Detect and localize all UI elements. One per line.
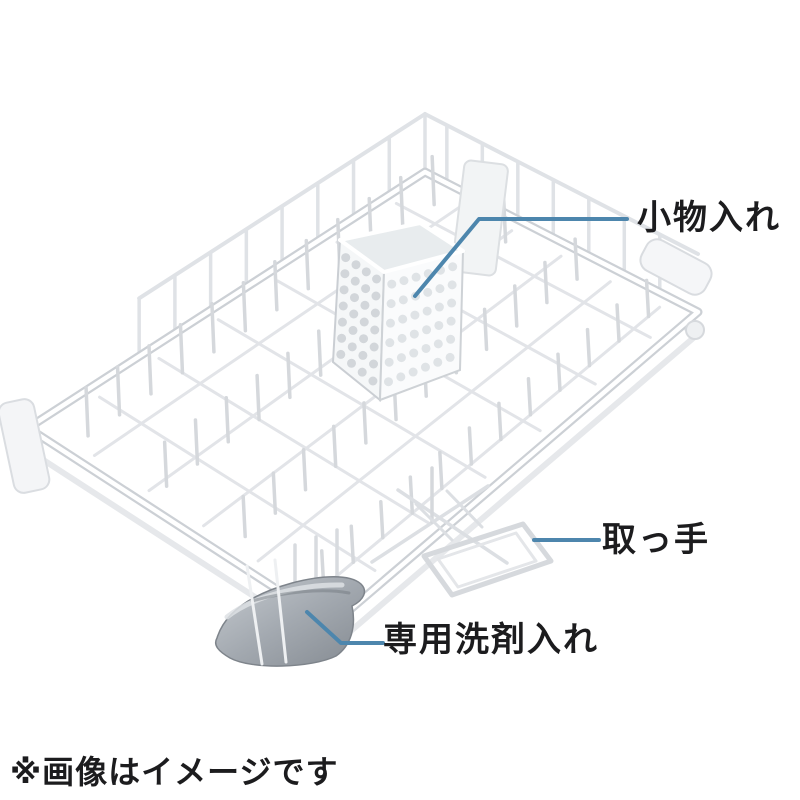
rack-rim	[23, 167, 703, 630]
small-items-basket	[331, 221, 466, 403]
label-detergent-tray: 専用洗剤入れ	[383, 621, 599, 659]
leader-line-small-items	[413, 217, 629, 298]
label-small-items-container: 小物入れ	[637, 199, 781, 237]
basket-holes-right	[383, 262, 458, 387]
rack-tines	[84, 154, 651, 589]
basket-holes-left	[336, 253, 382, 386]
detergent-tray	[214, 558, 366, 667]
label-handle: 取っ手	[602, 521, 710, 559]
rack-corner-brackets	[0, 159, 713, 494]
leader-line-detergent	[305, 610, 385, 645]
rack-handle	[370, 466, 554, 598]
caption-image-disclaimer: ※画像はイメージです	[10, 754, 339, 790]
